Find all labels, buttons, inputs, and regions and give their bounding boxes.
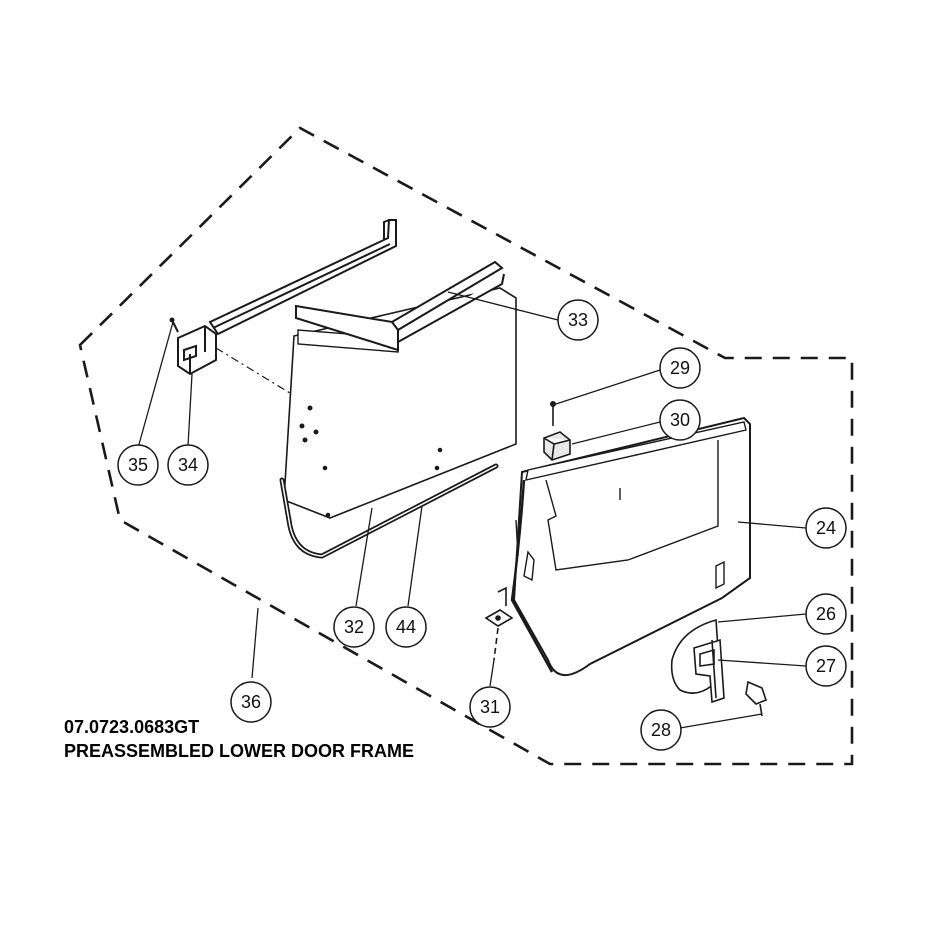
callout-32: 32 [333, 606, 375, 648]
svg-text:32: 32 [344, 617, 364, 637]
hinge-screw-head [169, 317, 175, 323]
svg-text:35: 35 [128, 455, 148, 475]
callout-24: 24 [805, 507, 847, 549]
assembly-boundary-dashed [78, 126, 854, 766]
upper-rail-bar [208, 219, 397, 336]
callout-31: 31 [469, 686, 511, 728]
svg-text:28: 28 [651, 720, 671, 740]
callout-33: 33 [557, 299, 599, 341]
screw [549, 400, 556, 426]
svg-text:27: 27 [816, 656, 836, 676]
callout-35: 35 [117, 444, 159, 486]
svg-text:26: 26 [816, 604, 836, 624]
callout-29: 29 [659, 347, 701, 389]
callout-27: 27 [805, 645, 847, 687]
latch-mechanism [693, 638, 725, 704]
svg-text:33: 33 [568, 310, 588, 330]
svg-text:34: 34 [178, 455, 198, 475]
callout-30: 30 [659, 399, 701, 441]
svg-text:30: 30 [670, 410, 690, 430]
small-bracket [543, 431, 571, 461]
part-code-label: 07.0723.0683GT [64, 717, 200, 737]
leader-lines [137, 291, 807, 729]
callout-28: 28 [640, 709, 682, 751]
callout-36: 36 [230, 681, 272, 723]
svg-text:44: 44 [396, 617, 416, 637]
hinge-block [177, 324, 217, 376]
callout-26: 26 [805, 593, 847, 635]
clip [484, 586, 514, 661]
callout-44: 44 [385, 606, 427, 648]
latch-pin [745, 680, 767, 717]
assembly-title-label: PREASSEMBLED LOWER DOOR FRAME [64, 741, 415, 761]
top-channel-strip [295, 260, 505, 352]
svg-text:24: 24 [816, 518, 836, 538]
svg-text:29: 29 [670, 358, 690, 378]
svg-text:36: 36 [241, 692, 261, 712]
callout-34: 34 [167, 444, 209, 486]
svg-text:31: 31 [480, 697, 500, 717]
